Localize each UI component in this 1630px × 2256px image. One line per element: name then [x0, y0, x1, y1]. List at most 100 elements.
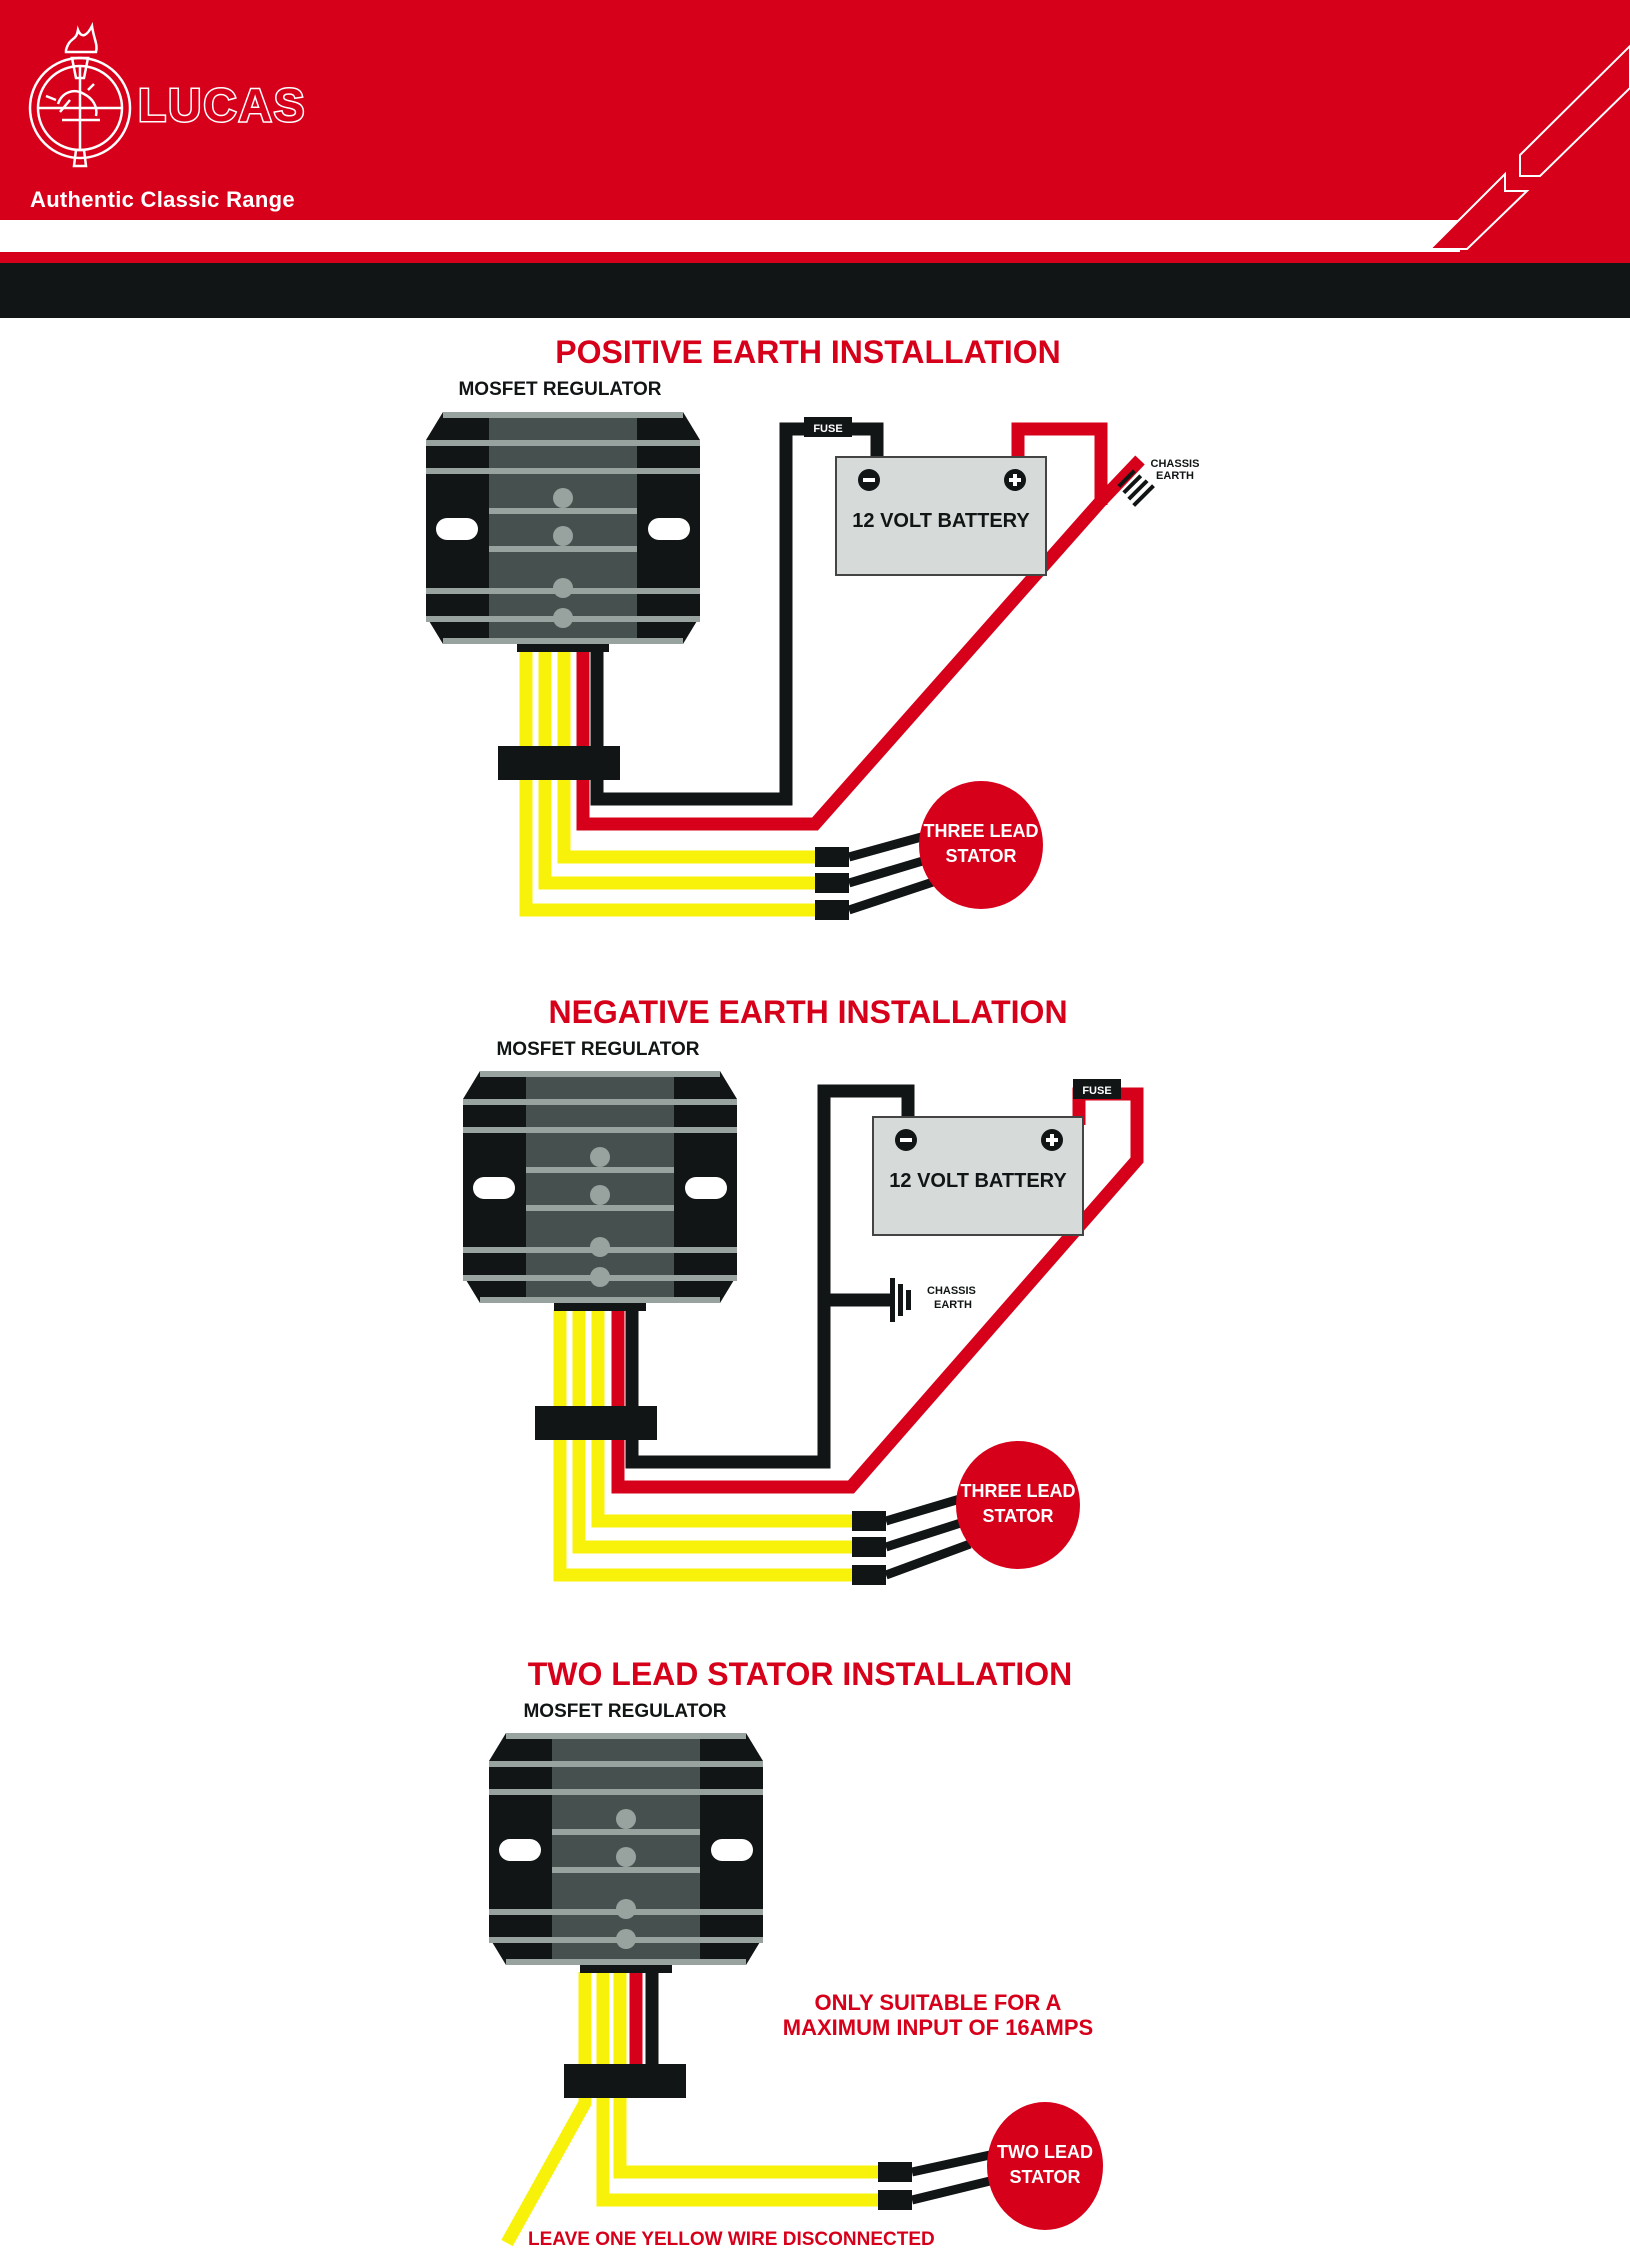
regulator-rivet [553, 578, 573, 598]
mounting-slot [648, 518, 690, 540]
regulator-fin [552, 1829, 700, 1835]
fuse-label: FUSE [1082, 1085, 1111, 1097]
regulator-label: MOSFET REGULATOR [523, 1701, 726, 1722]
connector-block [498, 746, 620, 780]
earth-bar [1117, 469, 1136, 488]
regulator-rivet [590, 1237, 610, 1257]
bullet-connector [852, 1511, 886, 1531]
section-title: TWO LEAD STATOR INSTALLATION [528, 1656, 1073, 1692]
fuse [804, 417, 852, 437]
regulator-rivet [616, 1809, 636, 1829]
disconnected-wire-note: LEAVE ONE YELLOW WIRE DISCONNECTED [528, 2229, 935, 2250]
mounting-slot [499, 1839, 541, 1861]
yellow-wire [557, 650, 820, 864]
minus-glyph [900, 1138, 912, 1142]
regulator-fin [489, 508, 637, 514]
stator-label: STATOR [1010, 2167, 1081, 2187]
regulator-fin [480, 1071, 720, 1077]
fuse-label: FUSE [813, 423, 842, 435]
stator-lead [910, 2176, 992, 2205]
stator-lead [884, 1539, 972, 1580]
regulator-fin [489, 546, 637, 552]
regulator-fin [489, 1789, 763, 1795]
yellow-wire [519, 650, 820, 917]
red-banner [0, 0, 1630, 262]
mounting-slot [685, 1177, 727, 1199]
battery-label: 12 VOLT BATTERY [889, 1170, 1067, 1192]
regulator-fin [526, 1205, 674, 1211]
regulator-fin [489, 1761, 763, 1767]
regulator-rivet [616, 1899, 636, 1919]
ribbon-lower [1427, 171, 1530, 250]
yellow-wire [613, 1972, 886, 2179]
regulator-fin [552, 1867, 700, 1873]
stator-lead [884, 1491, 972, 1526]
regulator-rivet [553, 488, 573, 508]
regulator-fin [480, 1297, 720, 1303]
bullet-connector [852, 1537, 886, 1557]
regulator-fin [426, 468, 700, 474]
lucas-emblem-icon [28, 21, 132, 168]
fuse [1073, 1079, 1121, 1099]
stator-label: THREE LEAD [923, 821, 1038, 841]
regulator-rivet [590, 1267, 610, 1287]
stator [919, 781, 1043, 909]
bullet-connector [852, 1565, 886, 1585]
yellow-wire [591, 1310, 856, 1528]
plus-glyph [1013, 474, 1017, 486]
brand-name: LUCAS [136, 78, 307, 133]
minus-glyph [863, 478, 875, 482]
bullet-connector [878, 2162, 912, 2182]
earth-bar [906, 1290, 911, 1310]
current-limit-note: ONLY SUITABLE FOR A [815, 1990, 1062, 2015]
stator-label: TWO LEAD [997, 2142, 1093, 2162]
section-two-lead: TWO LEAD STATOR INSTALLATION MOSFET REGUL… [489, 1656, 1103, 2250]
wire-header [517, 644, 609, 652]
regulator-fin [426, 440, 700, 446]
connector-block [564, 2064, 686, 2098]
regulator-fin [463, 1127, 737, 1133]
bullet-connector [815, 873, 849, 893]
regulator-rivet [616, 1929, 636, 1949]
black-bar [0, 263, 1630, 318]
connector-block [535, 1406, 657, 1440]
bullet-connector [878, 2190, 912, 2210]
yellow-wire [596, 1972, 886, 2207]
header-graphics [0, 0, 1630, 318]
regulator-rivet [616, 1847, 636, 1867]
yellow-wire [538, 650, 820, 890]
regulator-rivet [590, 1185, 610, 1205]
chassis-earth-label: CHASSIS [927, 1285, 976, 1297]
regulator-fin [526, 1167, 674, 1173]
regulator-rivet [553, 526, 573, 546]
bullet-connector [815, 900, 849, 920]
chassis-earth-icon [890, 1278, 911, 1322]
regulator-rivet [590, 1147, 610, 1167]
current-limit-note: MAXIMUM INPUT OF 16AMPS [783, 2015, 1093, 2040]
earth-bar [890, 1278, 895, 1322]
regulator-fin [463, 1099, 737, 1105]
yellow-wire [553, 1310, 856, 1582]
yellow-wire [572, 1310, 856, 1554]
tagline: Authentic Classic Range [30, 187, 295, 212]
earth-bar [1122, 474, 1143, 495]
earth-bar [1127, 479, 1149, 501]
earth-bar [898, 1284, 903, 1316]
bullet-connector [815, 847, 849, 867]
regulator-fin [506, 1959, 746, 1965]
section-title: POSITIVE EARTH INSTALLATION [555, 334, 1060, 370]
yellow-wire-disconnected [501, 1972, 592, 2247]
regulator-fin [443, 638, 683, 644]
regulator-fin [506, 1733, 746, 1739]
ribbon-upper [1519, 44, 1630, 177]
chassis-earth-icon [1117, 469, 1155, 507]
mounting-slot [711, 1839, 753, 1861]
section-title: NEGATIVE EARTH INSTALLATION [548, 994, 1067, 1030]
stator-lead [847, 876, 938, 915]
wire-header [580, 1965, 672, 1973]
stator-lead [884, 1515, 972, 1552]
earth-bar [1132, 484, 1155, 507]
stator-label: THREE LEAD [960, 1481, 1075, 1501]
